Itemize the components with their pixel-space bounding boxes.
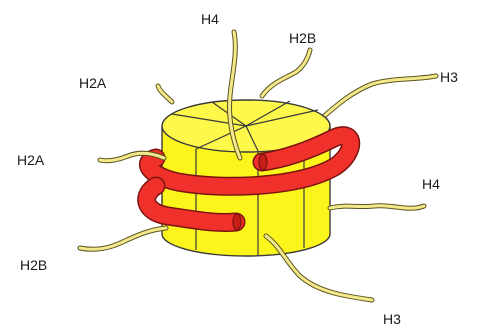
label-h2b-bottom: H2B bbox=[20, 258, 47, 272]
label-h4-top: H4 bbox=[201, 12, 219, 26]
dna-end-bottom bbox=[233, 214, 241, 230]
label-h2b-top: H2B bbox=[289, 31, 316, 45]
label-h4-right: H4 bbox=[422, 177, 440, 191]
label-h2a-top: H2A bbox=[79, 76, 106, 90]
label-h3-bottom: H3 bbox=[383, 312, 401, 326]
label-h2a-mid: H2A bbox=[17, 153, 44, 167]
label-h3-top: H3 bbox=[440, 70, 458, 84]
dna-end-top bbox=[259, 154, 267, 170]
